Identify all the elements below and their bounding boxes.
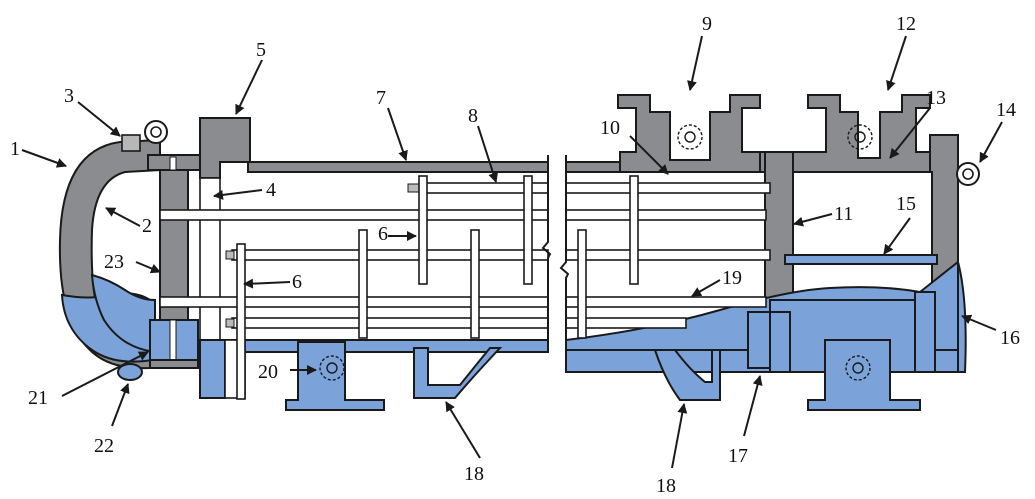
label-2: 2 — [142, 215, 152, 237]
label-20: 20 — [258, 361, 278, 383]
outlet-bottom-right — [807, 339, 921, 411]
support-18-left — [413, 347, 503, 399]
tube-bundle — [159, 182, 771, 329]
label-21: 21 — [28, 387, 48, 409]
support-18-right — [653, 349, 721, 401]
label-18a: 18 — [464, 463, 484, 485]
weir-plate — [784, 254, 938, 265]
label-15: 15 — [896, 193, 916, 215]
right-tubesheet — [764, 151, 794, 299]
label-10: 10 — [600, 117, 620, 139]
left-flange-bottom — [149, 359, 199, 369]
nozzle-9 — [617, 94, 761, 173]
left-head — [58, 138, 161, 370]
label-19: 19 — [722, 267, 742, 289]
label-16: 16 — [1000, 327, 1020, 349]
label-23: 23 — [104, 251, 124, 273]
label-9: 9 — [702, 13, 712, 35]
break-left — [541, 155, 552, 340]
label-3: 3 — [64, 85, 74, 107]
lifting-lug-left-inner — [150, 126, 162, 138]
label-12: 12 — [896, 13, 916, 35]
label-13: 13 — [926, 87, 946, 109]
shell-top-left — [247, 161, 549, 173]
label-8: 8 — [468, 105, 478, 127]
shell-top-mid — [565, 161, 621, 173]
drain-22 — [117, 363, 143, 381]
label-7: 7 — [376, 87, 386, 109]
label-4: 4 — [266, 179, 276, 201]
shell-flange-left — [199, 117, 251, 179]
leader-lines — [21, 35, 1003, 469]
label-17: 17 — [728, 445, 748, 467]
label-1: 1 — [10, 138, 20, 160]
flange-17 — [747, 311, 771, 369]
label-5: 5 — [256, 39, 266, 61]
label-22: 22 — [94, 435, 114, 457]
baffles — [236, 175, 639, 400]
label-14: 14 — [996, 99, 1016, 121]
label-6a: 6 — [378, 223, 388, 245]
label-18b: 18 — [656, 475, 676, 497]
label-11: 11 — [834, 203, 853, 225]
break-right — [559, 155, 570, 352]
outlet-20 — [285, 341, 385, 411]
label-6b: 6 — [292, 271, 302, 293]
vent-connection — [121, 134, 141, 152]
nozzle-12 — [789, 94, 941, 173]
